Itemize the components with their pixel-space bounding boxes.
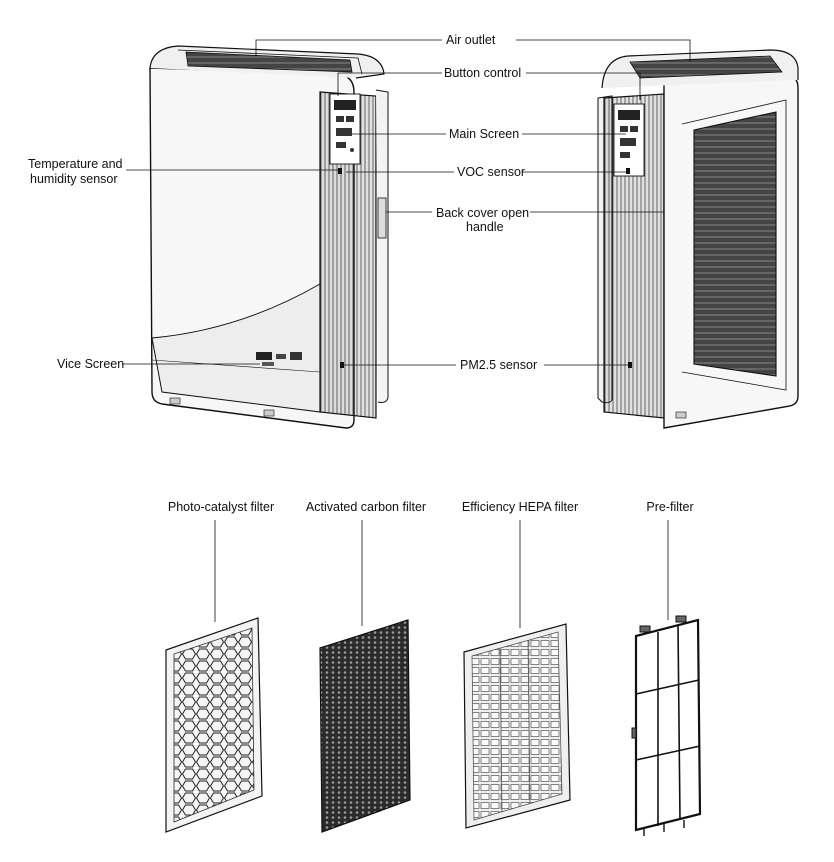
- callout-lines: [122, 39, 691, 366]
- filter-label-hepa: Efficiency HEPA filter: [461, 500, 579, 514]
- hepa-filter-illustration: [463, 520, 571, 829]
- back-cover-label-line2: handle: [466, 220, 504, 234]
- filter-label-pre-filter: Pre-filter: [646, 500, 694, 514]
- vice-screen-label: Vice Screen: [57, 357, 125, 371]
- button-control-label: Button control: [444, 66, 522, 80]
- main-screen-label: Main Screen: [449, 127, 520, 141]
- pre-filter-illustration: [631, 520, 702, 836]
- filter-label-photo-catalyst: Photo-catalyst filter: [167, 500, 275, 514]
- filter-label-activated-carbon: Activated carbon filter: [305, 500, 427, 514]
- back-cover-label-line1: Back cover open: [436, 206, 530, 220]
- purifier-rear-view: [597, 49, 799, 429]
- air-outlet-label: Air outlet: [446, 33, 496, 47]
- pm25-sensor-label: PM2.5 sensor: [460, 358, 538, 372]
- activated-carbon-filter-illustration: [319, 520, 411, 833]
- photo-catalyst-filter-illustration: [165, 520, 263, 833]
- temp-humidity-label-line1: Temperature and: [28, 157, 123, 171]
- voc-sensor-label: VOC sensor: [457, 165, 526, 179]
- temp-humidity-label-line2: humidity sensor: [30, 172, 118, 186]
- purifier-front-view: [149, 45, 389, 429]
